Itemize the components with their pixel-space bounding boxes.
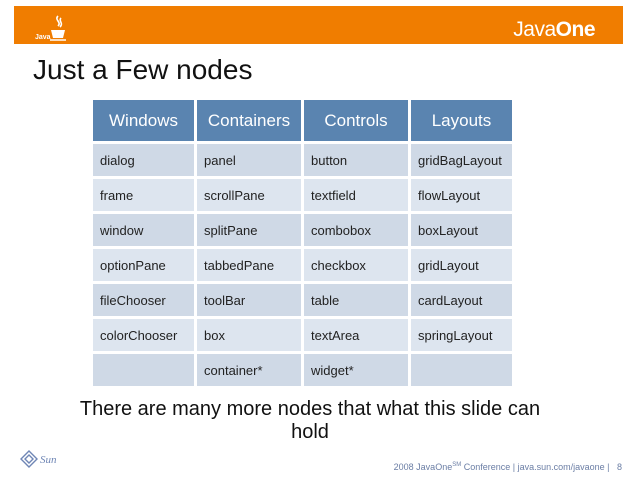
table-cell: table bbox=[304, 284, 408, 316]
page-number: 8 bbox=[616, 462, 622, 472]
table-cell: cardLayout bbox=[411, 284, 512, 316]
table-row: window splitPane combobox boxLayout bbox=[93, 214, 512, 246]
table-cell: scrollPane bbox=[197, 179, 301, 211]
table-cell: splitPane bbox=[197, 214, 301, 246]
table-row: colorChooser box textArea springLayout bbox=[93, 319, 512, 351]
table-cell: combobox bbox=[304, 214, 408, 246]
table-cell: toolBar bbox=[197, 284, 301, 316]
javaone-brand: JavaOne bbox=[513, 18, 595, 41]
table-cell: gridLayout bbox=[411, 249, 512, 281]
footer: 2008 JavaOneSM Conference | java.sun.com… bbox=[393, 462, 622, 472]
table-cell: gridBagLayout bbox=[411, 144, 512, 176]
java-cup-icon bbox=[50, 15, 66, 41]
table-cell: container* bbox=[197, 354, 301, 386]
svg-text:Sun: Sun bbox=[40, 454, 57, 466]
table-cell bbox=[411, 354, 512, 386]
table-cell bbox=[93, 354, 194, 386]
table-cell: colorChooser bbox=[93, 319, 194, 351]
table-cell: widget* bbox=[304, 354, 408, 386]
table-cell: window bbox=[93, 214, 194, 246]
nodes-table: Windows Containers Controls Layouts dial… bbox=[90, 97, 515, 389]
table-cell: panel bbox=[197, 144, 301, 176]
sun-logo-icon: Sun bbox=[20, 450, 57, 468]
table-cell: button bbox=[304, 144, 408, 176]
table-row: fileChooser toolBar table cardLayout bbox=[93, 284, 512, 316]
table-cell: checkbox bbox=[304, 249, 408, 281]
table-cell: flowLayout bbox=[411, 179, 512, 211]
table-cell: frame bbox=[93, 179, 194, 211]
slide-caption: There are many more nodes that what this… bbox=[79, 398, 541, 443]
header-windows: Windows bbox=[93, 100, 194, 141]
table-cell: box bbox=[197, 319, 301, 351]
table-cell: textfield bbox=[304, 179, 408, 211]
table-row: frame scrollPane textfield flowLayout bbox=[93, 179, 512, 211]
table-cell: springLayout bbox=[411, 319, 512, 351]
table-cell: fileChooser bbox=[93, 284, 194, 316]
header-bar: JavaOne bbox=[14, 6, 623, 44]
table-cell: tabbedPane bbox=[197, 249, 301, 281]
table-row: container* widget* bbox=[93, 354, 512, 386]
header-containers: Containers bbox=[197, 100, 301, 141]
table-header-row: Windows Containers Controls Layouts bbox=[93, 100, 512, 141]
table-cell: textArea bbox=[304, 319, 408, 351]
table-cell: optionPane bbox=[93, 249, 194, 281]
table-cell: boxLayout bbox=[411, 214, 512, 246]
table-row: dialog panel button gridBagLayout bbox=[93, 144, 512, 176]
table-row: optionPane tabbedPane checkbox gridLayou… bbox=[93, 249, 512, 281]
page-title: Just a Few nodes bbox=[33, 54, 253, 85]
java-logo-text: Java bbox=[35, 34, 51, 41]
header-layouts: Layouts bbox=[411, 100, 512, 141]
header-controls: Controls bbox=[304, 100, 408, 141]
table-cell: dialog bbox=[93, 144, 194, 176]
